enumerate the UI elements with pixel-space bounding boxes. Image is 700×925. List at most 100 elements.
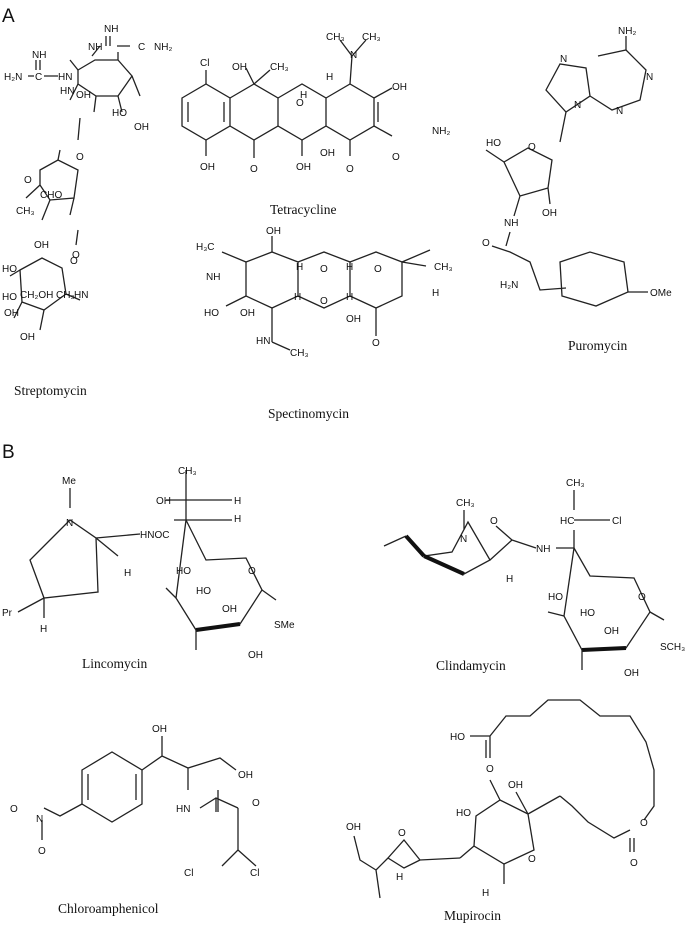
- atom-label: CH₃: [362, 32, 381, 43]
- atom-label: OH: [604, 626, 619, 637]
- atom-label: HNOC: [140, 530, 169, 541]
- panel-label-b: B: [2, 442, 15, 463]
- lincomycin-structure: Me N OH H HNOC H CH₃ HO O HO OH SMe OH H…: [2, 466, 295, 661]
- atom-label: OH: [542, 208, 557, 219]
- atom-label: OMe: [650, 288, 672, 299]
- atom-label: OH: [508, 780, 523, 791]
- atom-label: OH: [296, 162, 311, 173]
- atom-label: OH: [134, 122, 149, 133]
- atom-label: O: [72, 250, 80, 261]
- atom-label: OH: [200, 162, 215, 173]
- atom-label: O: [248, 566, 256, 577]
- atom-label: HO: [2, 264, 17, 275]
- atom-label: CH₃: [16, 206, 35, 217]
- atom-label: OH: [240, 308, 255, 319]
- atom-label: Cl: [184, 868, 193, 879]
- atom-label: N: [460, 534, 467, 545]
- atom-label: C: [35, 72, 42, 83]
- spectinomycin-structure: H₃C NH OH H O H O CH₃ H HO OH H O H OH O…: [196, 226, 453, 359]
- atom-label: NH: [32, 50, 46, 61]
- atom-label: H: [300, 90, 307, 101]
- atom-label: OH: [152, 724, 167, 735]
- atom-label: OH: [232, 62, 247, 73]
- atom-label: Pr: [2, 608, 13, 619]
- atom-label: OH: [624, 668, 639, 679]
- atom-label: SMe: [274, 620, 295, 631]
- atom-label: CH₃: [270, 62, 289, 73]
- atom-label: CHO: [40, 190, 62, 201]
- atom-label: O: [346, 164, 354, 175]
- atom-label: O: [398, 828, 406, 839]
- atom-label: O: [320, 296, 328, 307]
- atom-label: HO: [2, 292, 17, 303]
- atom-label: Cl: [250, 868, 259, 879]
- atom-label: N: [616, 106, 623, 117]
- atom-label: O: [640, 818, 648, 829]
- atom-label: NH₂: [432, 126, 450, 137]
- atom-label: O: [490, 516, 498, 527]
- atom-label: H: [234, 496, 241, 507]
- atom-label: H: [432, 288, 439, 299]
- compound-name-clindamycin: Clindamycin: [436, 658, 506, 673]
- atom-label: HN: [74, 290, 88, 301]
- compound-name-chloroamphenicol: Chloroamphenicol: [58, 901, 159, 916]
- atom-label: HC: [560, 516, 574, 527]
- atom-label: H: [506, 574, 513, 585]
- atom-label: H₂N: [500, 280, 518, 291]
- atom-label: H₃C: [196, 242, 215, 253]
- atom-label: OH: [76, 90, 91, 101]
- atom-label: NH₂: [618, 26, 636, 37]
- atom-label: HN: [176, 804, 190, 815]
- atom-label: H: [40, 624, 47, 635]
- atom-label: CH₂OH: [20, 290, 53, 301]
- atom-label: H: [482, 888, 489, 899]
- compound-name-mupirocin: Mupirocin: [444, 908, 501, 923]
- atom-label: NH: [536, 544, 550, 555]
- atom-label: Me: [62, 476, 76, 487]
- atom-label: O: [374, 264, 382, 275]
- atom-label: HO: [486, 138, 501, 149]
- atom-label: O: [486, 764, 494, 775]
- atom-label: O: [638, 592, 646, 603]
- atom-label: O: [482, 238, 490, 249]
- atom-label: HN: [60, 86, 74, 97]
- atom-label: H: [396, 872, 403, 883]
- atom-label: CH₃: [434, 262, 453, 273]
- atom-label: OH: [20, 332, 35, 343]
- atom-label: O: [392, 152, 400, 163]
- atom-label: OH: [320, 148, 335, 159]
- atom-label: N: [66, 518, 73, 529]
- atom-label: HO: [456, 808, 471, 819]
- atom-label: OH: [4, 308, 19, 319]
- atom-label: N: [350, 50, 357, 61]
- atom-label: HO: [580, 608, 595, 619]
- atom-label: H: [234, 514, 241, 525]
- atom-label: O: [528, 854, 536, 865]
- atom-label: OH: [238, 770, 253, 781]
- atom-label: O: [252, 798, 260, 809]
- atom-label: OH: [346, 314, 361, 325]
- atom-label: NH: [206, 272, 220, 283]
- atom-label: OH: [34, 240, 49, 251]
- atom-label: O: [528, 142, 536, 153]
- atom-label: NH: [88, 42, 102, 53]
- atom-label: O: [630, 858, 638, 869]
- atom-label: OH: [222, 604, 237, 615]
- compound-name-puromycin: Puromycin: [568, 338, 627, 353]
- atom-label: H: [124, 568, 131, 579]
- puromycin-structure: NH₂ N N N N HO O OH NH O H₂N OMe: [482, 26, 672, 307]
- atom-label: OH: [266, 226, 281, 237]
- streptomycin-structure: NH H₂N C NH NH C NH₂ HN HN OH HO OH O O …: [2, 24, 172, 343]
- atom-label: Cl: [200, 58, 209, 69]
- atom-label: HO: [450, 732, 465, 743]
- mupirocin-structure: HO O O O OH HO O OH O H H: [346, 699, 655, 899]
- atom-label: NH₂: [154, 42, 172, 53]
- atom-label: CH₃: [178, 466, 197, 477]
- atom-label: O: [70, 256, 78, 267]
- atom-label: NH: [104, 24, 118, 35]
- atom-label: OH: [392, 82, 407, 93]
- atom-label: O: [320, 264, 328, 275]
- atom-label: CH₃: [456, 498, 475, 509]
- atom-label: Cl: [612, 516, 621, 527]
